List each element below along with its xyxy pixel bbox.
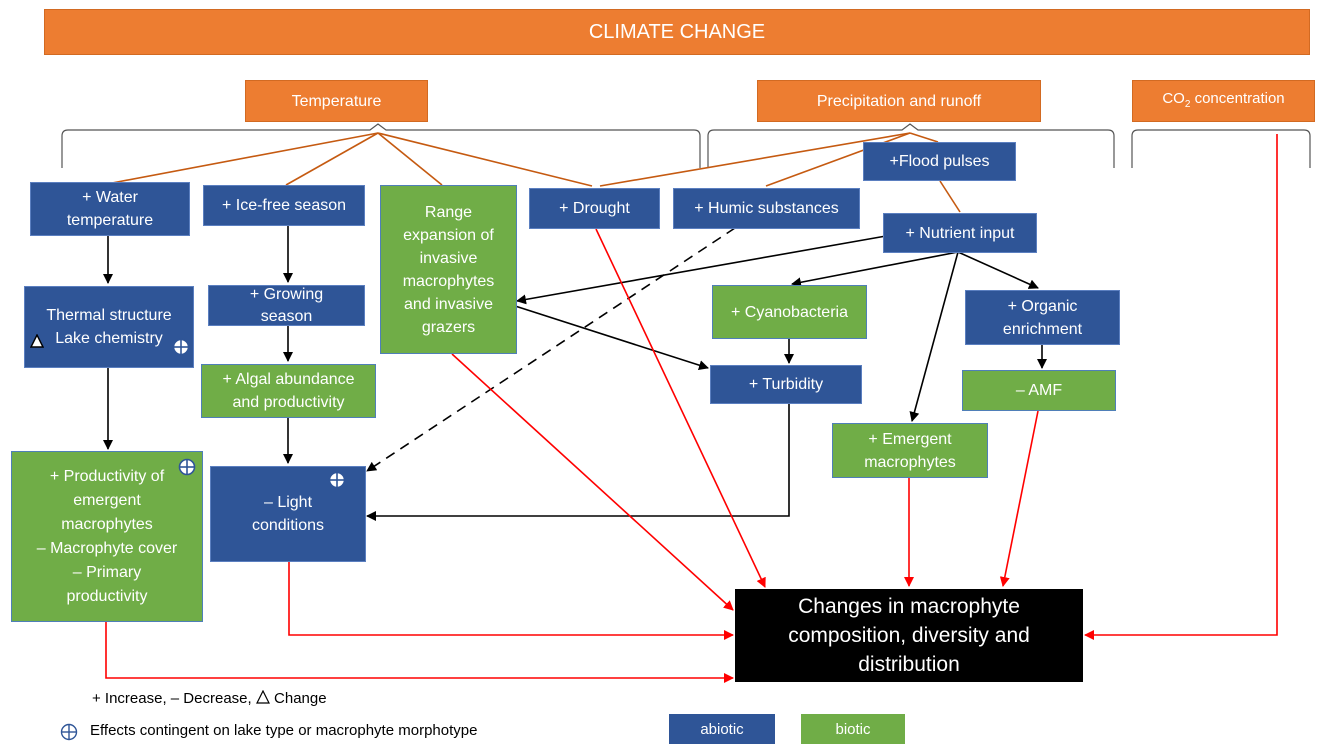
arrow-range-outcome: [451, 353, 734, 611]
outcome-arrows: [105, 134, 1278, 683]
precipitation-label: Precipitation and runoff: [816, 92, 982, 110]
productivity-box: + Productivity of emergent macrophytes –…: [11, 451, 203, 622]
co2-box: CO2 concentration: [1132, 80, 1315, 122]
ice-free-season-box: + Ice-free season: [203, 185, 365, 226]
turbidity-box: + Turbidity: [710, 365, 862, 404]
thermal-structure-box: Thermal structure Lake chemistry: [24, 286, 194, 368]
change-triangle-icon: [30, 334, 44, 348]
legend-increase-decrease: + Increase, – Decrease, Change: [92, 689, 327, 707]
temperature-box: Temperature: [245, 80, 428, 122]
emergent-macrophytes-box: + Emergent macrophytes: [832, 423, 988, 478]
legend-abiotic-swatch: abiotic: [669, 714, 775, 744]
contingent-icon: [172, 338, 190, 356]
arrow-turbidity-light: [366, 404, 790, 521]
legend-biotic-swatch: biotic: [801, 714, 905, 744]
range-expansion-box: Range expansion of invasive macrophytes …: [380, 185, 517, 354]
arrow-productivity-outcome: [105, 622, 734, 683]
arrow-amf-outcome: [999, 410, 1039, 587]
link-precip-humic: [765, 132, 911, 187]
drought-box: + Drought: [529, 188, 660, 229]
change-triangle-icon: [255, 689, 270, 704]
link-flood-nutrient: [939, 180, 961, 213]
arrow-drought-outcome: [595, 228, 766, 588]
climate-change-title: CLIMATE CHANGE: [588, 20, 766, 43]
link-temp-drought: [377, 132, 593, 187]
nutrient-input-box: + Nutrient input: [883, 213, 1037, 253]
contingent-icon: [178, 458, 196, 476]
co2-brace: [1131, 129, 1311, 168]
link-temp-range: [377, 132, 443, 186]
driver-links: [111, 132, 961, 213]
arrow-humic-light: [366, 227, 736, 472]
arrow-nutrient-emergent: [909, 251, 959, 422]
link-temp-water: [111, 132, 379, 184]
arrow-nutrient-range: [516, 235, 887, 305]
light-conditions-box: – Light conditions: [210, 466, 366, 562]
humic-substances-box: + Humic substances: [673, 188, 860, 229]
algal-abundance-box: + Algal abundance and productivity: [201, 364, 376, 418]
causal-arrows: [103, 226, 1047, 521]
link-precip-drought: [599, 132, 911, 187]
arrow-light-outcome: [288, 562, 734, 640]
precipitation-box: Precipitation and runoff: [757, 80, 1041, 122]
link-temp-ice: [285, 132, 379, 186]
legend-contingent: Effects contingent on lake type or macro…: [90, 722, 478, 739]
link-precip-flood: [909, 132, 939, 143]
amf-box: – AMF: [962, 370, 1116, 411]
climate-change-banner: CLIMATE CHANGE: [44, 9, 1310, 55]
arrow-co2-outcome: [1084, 134, 1278, 640]
contingent-icon: [328, 471, 346, 489]
growing-season-box: + Growing season: [208, 285, 365, 326]
organic-enrichment-box: + Organic enrichment: [965, 290, 1120, 345]
arrow-nutrient-cyano: [791, 251, 959, 288]
precipitation-brace: [707, 123, 1115, 168]
contingent-icon: [60, 723, 78, 741]
cyanobacteria-box: + Cyanobacteria: [712, 285, 867, 339]
water-temperature-box: + Water temperature: [30, 182, 190, 236]
outcome-box: Changes in macrophyte composition, diver…: [735, 589, 1083, 682]
temperature-brace: [61, 123, 701, 168]
temperature-label: Temperature: [291, 92, 382, 110]
flood-pulses-box: +Flood pulses: [863, 142, 1016, 181]
arrow-range-turbidity: [511, 304, 709, 371]
arrow-nutrient-organic: [957, 251, 1039, 289]
co2-label: CO2 concentration: [1162, 89, 1285, 110]
braces: [61, 123, 1311, 168]
